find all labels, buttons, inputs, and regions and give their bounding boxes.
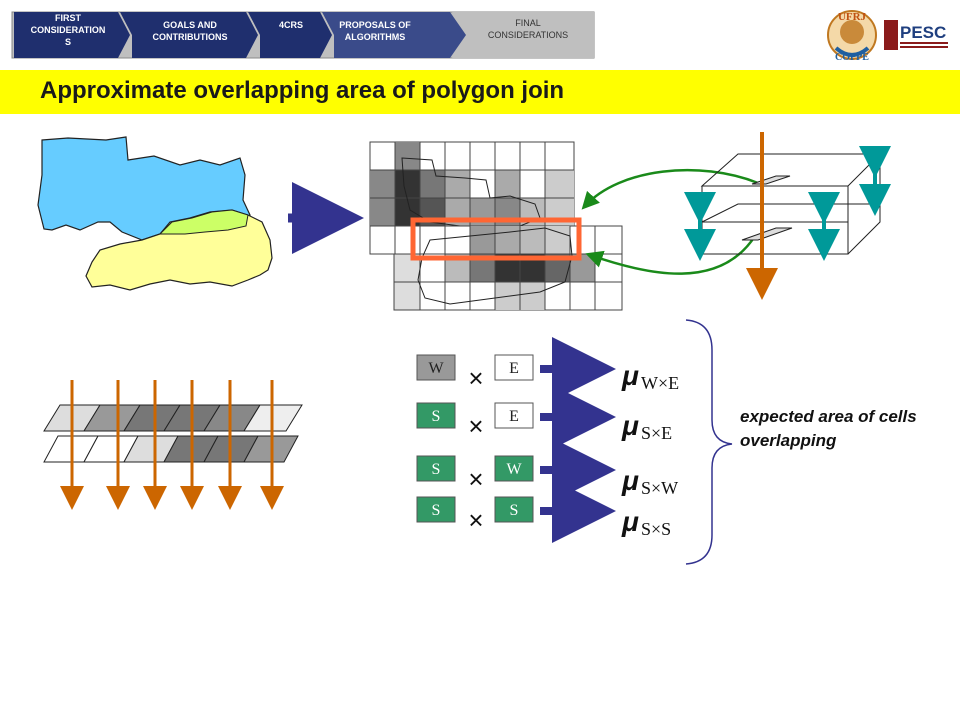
nav-tab-4crs[interactable] — [248, 12, 332, 58]
nav-tab-goals[interactable] — [120, 12, 258, 58]
mu-subscript: S×S — [641, 519, 671, 539]
mu-subscript: W×E — [641, 373, 679, 393]
expected-area-label: expected area of cells overlapping — [740, 407, 917, 450]
row-right-cell: S — [510, 502, 519, 519]
overlap-region — [158, 209, 249, 235]
row-left-cell: S — [432, 461, 441, 478]
grouping-brace — [685, 319, 733, 565]
pesc-logo-text: PESC — [900, 23, 946, 42]
polygon-map — [37, 136, 273, 291]
nav-tab-goals-line1: GOALS AND — [163, 20, 217, 30]
matrix-row: S × E μ S×E — [416, 385, 672, 449]
row-right-cell: E — [509, 408, 519, 425]
nav-tab-first-considerations[interactable] — [14, 12, 130, 58]
row-left-cell: S — [432, 408, 441, 425]
mu-symbol: μ — [621, 360, 639, 391]
row-left-cell: W — [428, 360, 444, 377]
nav-tab-4crs-label: 4CRS — [279, 20, 303, 30]
nav-tab-proposals-line2: ALGORITHMS — [345, 32, 406, 42]
curved-arrow-lower — [585, 235, 757, 275]
nav-tab-proposals-line1: PROPOSALS OF — [339, 20, 411, 30]
strip-diagram — [43, 380, 303, 510]
matrix-row: S × W μ S×W — [416, 438, 678, 502]
times-symbol: × — [468, 411, 483, 441]
nav-tab-proposals[interactable] — [322, 12, 466, 58]
row-right-cell: E — [509, 360, 519, 377]
mu-symbol: μ — [621, 410, 639, 441]
raster-grid-front — [393, 225, 623, 311]
nav-tab-final[interactable] — [452, 12, 594, 58]
times-symbol: × — [468, 464, 483, 494]
page-title: Approximate overlapping area of polygon … — [40, 77, 565, 104]
mu-symbol: μ — [621, 465, 639, 496]
nav-tab-final-line1: FINAL — [515, 18, 541, 28]
matrix-row: S × S μ S×S — [416, 479, 671, 543]
nav-bar: FIRST CONSIDERATION S GOALS AND CONTRIBU… — [11, 11, 595, 59]
times-symbol: × — [468, 363, 483, 393]
nav-tab-goals-line2: CONTRIBUTIONS — [153, 32, 228, 42]
nav-tab-final-line2: CONSIDERATIONS — [488, 30, 568, 40]
curved-arrow-upper — [581, 168, 759, 210]
mu-subscript: S×W — [641, 478, 678, 498]
title-bar — [0, 70, 960, 114]
overlap-highlight-box — [410, 217, 582, 261]
nav-tab-first-line3: S — [65, 37, 71, 47]
mu-subscript: S×E — [641, 423, 672, 443]
row-right-cell: W — [506, 461, 522, 478]
svg-text:COPPE: COPPE — [835, 52, 869, 63]
pesc-logo: PESC — [884, 20, 948, 50]
cell-pair-matrix: W × E μ W×E S × E μ S×E S × W μ — [416, 337, 679, 543]
svg-text:UFRJ: UFRJ — [838, 11, 867, 23]
row-left-cell: S — [432, 502, 441, 519]
ufrj-coppe-logo: UFRJ COPPE — [827, 10, 877, 63]
cell-box-3d — [684, 132, 891, 300]
matrix-row: W × E μ W×E — [416, 337, 679, 401]
nav-tab-first-line1: FIRST — [55, 13, 82, 23]
mu-symbol: μ — [621, 506, 639, 537]
nav-tab-first-line2: CONSIDERATION — [31, 25, 106, 35]
times-symbol: × — [468, 505, 483, 535]
